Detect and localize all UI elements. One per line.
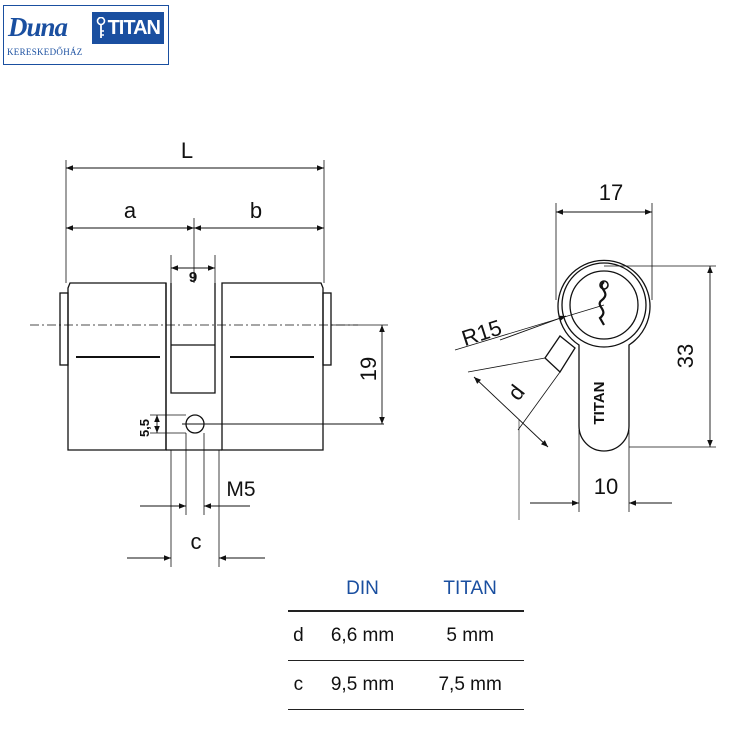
dim-length-label: L [181,138,193,163]
dim-b-label: b [250,198,262,223]
cylinder-side-view [30,160,388,567]
logo-titan-text: TITAN [107,16,161,39]
logo-subtitle: KERESKEDŐHÁZ [7,47,83,57]
dim-cam-width-label: 9 [189,269,197,286]
logo-key-icon [96,17,106,38]
spec-row-label: c [288,660,309,710]
spec-header-din: DIN [308,568,417,612]
dim-r15-label: R15 [459,315,505,351]
dim-17-label: 17 [599,180,623,205]
dim-10-label: 10 [594,474,618,499]
logo-duna-text: Duna [8,12,68,42]
spec-table-header-row: DIN TITAN [288,568,524,612]
spec-row-d: d 6,6 mm 5 mm [288,611,524,661]
cylinder-front-view [454,203,716,520]
dim-hole-label: 5,5 [137,419,152,437]
spec-cell-din: 9,5 mm [308,660,417,710]
dim-d-label: d [502,380,529,405]
spec-row-label: d [288,611,309,661]
dim-thread-label: M5 [226,478,255,501]
cylinder-brand-text: TITAN [591,381,608,424]
dim-19-label: 19 [356,357,381,381]
spec-cell-din: 6,6 mm [308,611,417,661]
logo-titan-badge: TITAN [92,12,164,44]
spec-row-c: c 9,5 mm 7,5 mm [288,660,524,710]
spec-cell-titan: 5 mm [416,611,524,661]
spec-table: DIN TITAN d 6,6 mm 5 mm c 9,5 mm 7,5 mm [288,568,524,710]
dim-a-label: a [124,198,137,223]
company-logo: Duna KERESKEDŐHÁZ TITAN [3,5,169,65]
spec-header-blank [288,568,309,612]
dim-c-label: c [191,529,202,554]
dim-33-label: 33 [673,344,698,368]
spec-header-titan: TITAN [416,568,524,612]
spec-cell-titan: 7,5 mm [416,660,524,710]
